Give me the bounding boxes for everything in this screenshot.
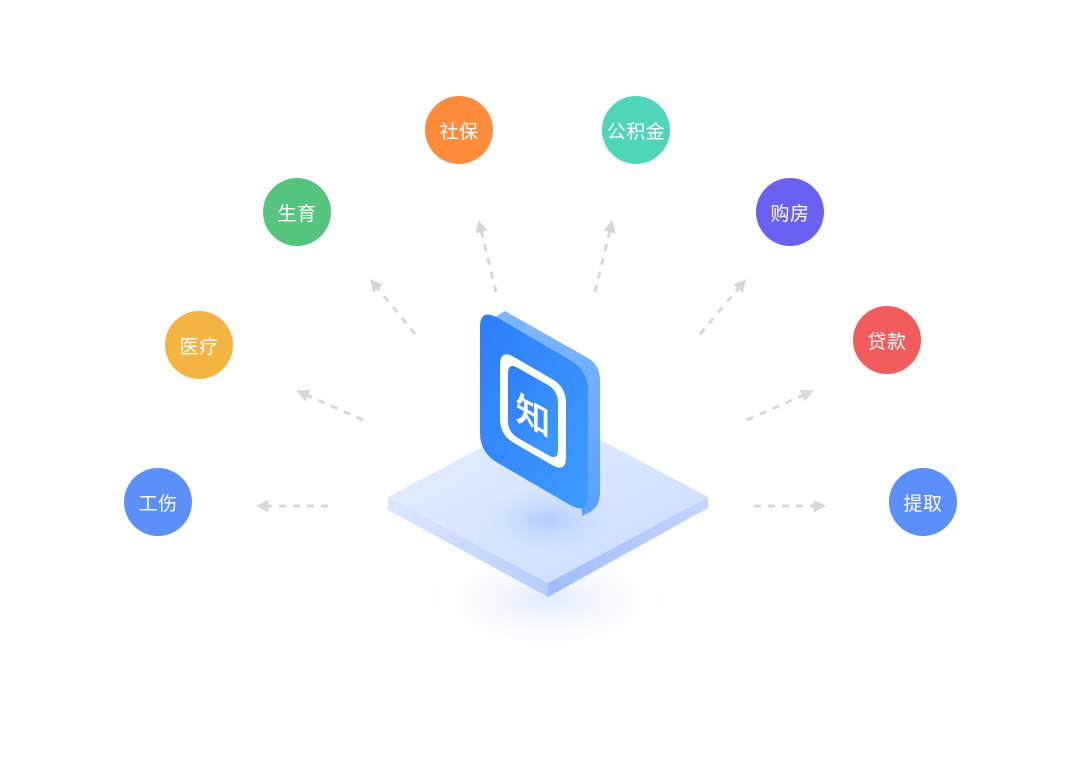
node-label: 提取 [903,492,943,515]
arrow-to-yiliao [296,389,364,422]
arrows [255,219,827,513]
arrow-to-shengyu [370,279,417,335]
arrow-to-gongjijin [593,219,616,293]
node-label: 购房 [770,202,810,225]
node-gongjijin[interactable]: 公积金 [602,96,670,164]
node-label: 社保 [439,120,479,143]
node-tiqu[interactable]: 提取 [889,468,957,536]
center-logo-tile[interactable]: 知 [480,311,600,516]
node-daikuan[interactable]: 贷款 [853,306,921,374]
node-label: 生育 [277,202,317,225]
node-label: 贷款 [867,330,907,353]
platform-edge-right [548,497,708,597]
node-yiliao[interactable]: 医疗 [165,311,233,379]
arrow-to-shebao [475,219,498,293]
node-label: 工伤 [138,492,178,515]
arrow-to-daikuan [746,389,814,422]
node-shengyu[interactable]: 生育 [263,178,331,246]
platform-shadow [418,540,678,660]
node-label: 公积金 [606,120,666,143]
platform-edge-left [388,497,548,597]
logo-badge-inner [508,366,558,458]
node-shebao[interactable]: 社保 [425,96,493,164]
node-gongshang[interactable]: 工伤 [124,468,192,536]
node-goufang[interactable]: 购房 [756,178,824,246]
arrow-to-goufang [698,279,747,335]
node-label: 医疗 [179,335,219,358]
